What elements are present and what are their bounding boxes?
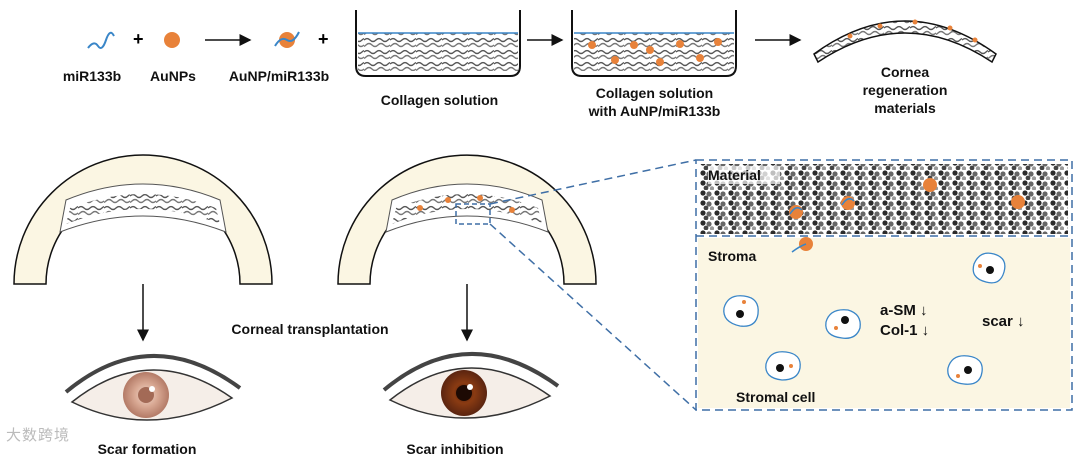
cornea-label-line1: Cornea	[880, 64, 930, 80]
eye-scar-formation-image	[64, 354, 242, 421]
stroma-label: Stroma	[708, 248, 757, 264]
complex-label: AuNP/miR133b	[228, 68, 330, 84]
cornea-graft-aunp	[337, 154, 597, 285]
stromal-cell-label: Stromal cell	[736, 389, 816, 405]
aunp-icon	[164, 32, 180, 48]
scar-formation-label: Scar formation	[97, 441, 197, 457]
cornea-label-line3: materials	[874, 100, 936, 116]
stromal-cell-2	[825, 309, 861, 339]
aunps-label: AuNPs	[150, 68, 196, 84]
asm-marker-label: a-SM ↓	[880, 302, 928, 319]
eye-scar-inhibition-image	[382, 352, 560, 419]
collagen-beaker	[355, 10, 521, 77]
cornea-material-arc	[813, 19, 997, 64]
stromal-cell-5	[947, 355, 983, 385]
zoom-line-top	[489, 159, 697, 205]
collagen-aunp-beaker	[571, 10, 737, 77]
plus-sign-1: +	[133, 29, 144, 49]
scar-inhibition-label: Scar inhibition	[406, 441, 504, 457]
mirna-strand-icon	[87, 31, 115, 49]
scar-decrease-label: scar ↓	[982, 313, 1025, 330]
released-aunp-icon	[791, 237, 813, 253]
stromal-cell-4	[765, 351, 801, 381]
col1-marker-label: Col-1 ↓	[880, 322, 930, 339]
plus-sign-2: +	[318, 29, 329, 49]
watermark: 大数跨境	[6, 426, 71, 444]
zoom-source-box	[455, 203, 491, 225]
aunp-mirna-complex-icon	[274, 31, 300, 48]
stroma-region	[698, 238, 1070, 408]
mirna-label: miR133b	[62, 68, 122, 84]
zoom-panel	[695, 159, 1073, 411]
stromal-cell-1	[723, 295, 759, 327]
cornea-label-line2: regeneration	[862, 82, 948, 98]
collagen-solution-label: Collagen solution	[380, 92, 499, 108]
material-label: Material	[708, 167, 761, 183]
stromal-cell-3	[972, 252, 1006, 284]
zoom-line-bottom	[489, 223, 697, 411]
collagen-mix-label-line1: Collagen solution	[595, 85, 714, 101]
material-label-bg	[708, 166, 780, 184]
corneal-transplantation-label: Corneal transplantation	[231, 321, 389, 337]
cornea-graft-plain	[13, 154, 273, 285]
collagen-mix-label-line2: with AuNP/miR133b	[588, 103, 721, 119]
